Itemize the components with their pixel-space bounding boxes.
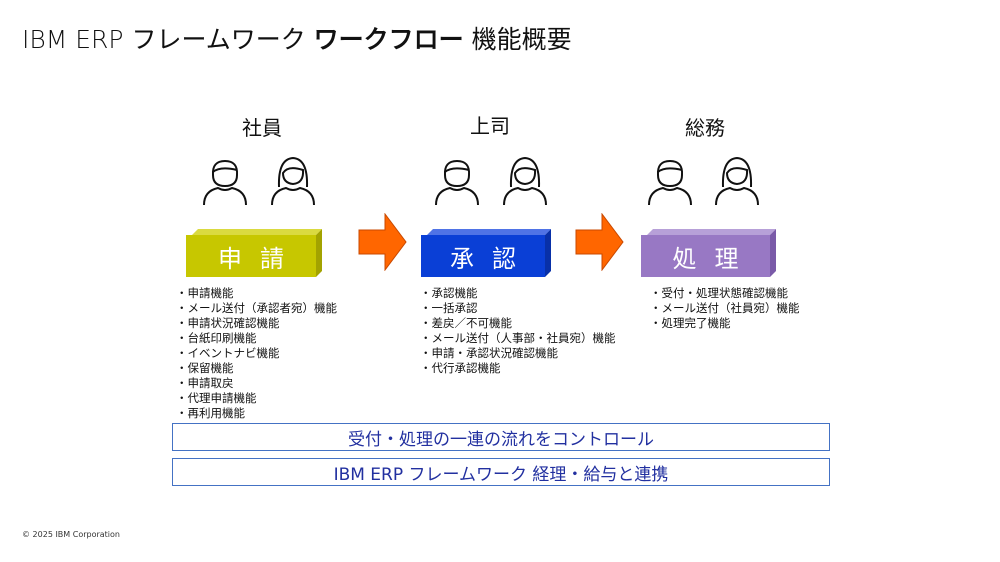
list-item: 保留機能 bbox=[176, 361, 337, 376]
copyright: © 2025 IBM Corporation bbox=[22, 530, 120, 539]
role-label-manager: 上司 bbox=[470, 114, 510, 138]
list-item: 申請機能 bbox=[176, 286, 337, 301]
apply-box-label: 申請 bbox=[186, 235, 316, 277]
list-item: 代行承認機能 bbox=[420, 361, 616, 376]
right-arrow-icon bbox=[358, 213, 407, 271]
apply-box: 申請 bbox=[186, 229, 322, 277]
list-item: 申請取戻 bbox=[176, 376, 337, 391]
list-item: 申請・承認状況確認機能 bbox=[420, 346, 616, 361]
list-item: 再利用機能 bbox=[176, 406, 337, 421]
list-item: 承認機能 bbox=[420, 286, 616, 301]
control-banner: 受付・処理の一連の流れをコントロール bbox=[172, 423, 830, 451]
list-item: 受付・処理状態確認機能 bbox=[650, 286, 800, 301]
role-label-general-affairs: 総務 bbox=[685, 116, 725, 140]
process-box: 処理 bbox=[641, 229, 776, 277]
approve-box: 承認 bbox=[421, 229, 551, 277]
list-item: 処理完了機能 bbox=[650, 316, 800, 331]
process-box-label: 処理 bbox=[641, 235, 770, 277]
page-title: IBM ERP フレームワーク ワークフロー 機能概要 bbox=[22, 25, 572, 54]
female-person-icon bbox=[271, 156, 315, 206]
role-label-employee: 社員 bbox=[242, 116, 282, 140]
male-person-icon bbox=[648, 159, 692, 206]
list-item: 申請状況確認機能 bbox=[176, 316, 337, 331]
general-affairs-feature-list: 受付・処理状態確認機能 メール送付（社員宛）機能 処理完了機能 bbox=[650, 286, 800, 331]
list-item: 代理申請機能 bbox=[176, 391, 337, 406]
list-item: メール送付（人事部・社員宛）機能 bbox=[420, 331, 616, 346]
manager-feature-list: 承認機能 一括承認 差戻／不可機能 メール送付（人事部・社員宛）機能 申請・承認… bbox=[420, 286, 616, 376]
male-person-icon bbox=[435, 159, 479, 206]
employee-feature-list: 申請機能 メール送付（承認者宛）機能 申請状況確認機能 台紙印刷機能 イベントナ… bbox=[176, 286, 338, 421]
male-person-icon bbox=[203, 159, 247, 206]
list-item: 台紙印刷機能 bbox=[176, 331, 337, 346]
right-arrow-icon bbox=[575, 213, 624, 271]
list-item: メール送付（承認者宛）機能 bbox=[176, 301, 338, 316]
female-person-icon bbox=[503, 156, 547, 206]
female-person-icon bbox=[715, 156, 759, 206]
integration-banner: IBM ERP フレームワーク 経理・給与と連携 bbox=[172, 458, 830, 486]
list-item: 差戻／不可機能 bbox=[420, 316, 616, 331]
list-item: イベントナビ機能 bbox=[176, 346, 337, 361]
list-item: 一括承認 bbox=[420, 301, 616, 316]
list-item: メール送付（社員宛）機能 bbox=[650, 301, 800, 316]
approve-box-label: 承認 bbox=[421, 235, 545, 277]
